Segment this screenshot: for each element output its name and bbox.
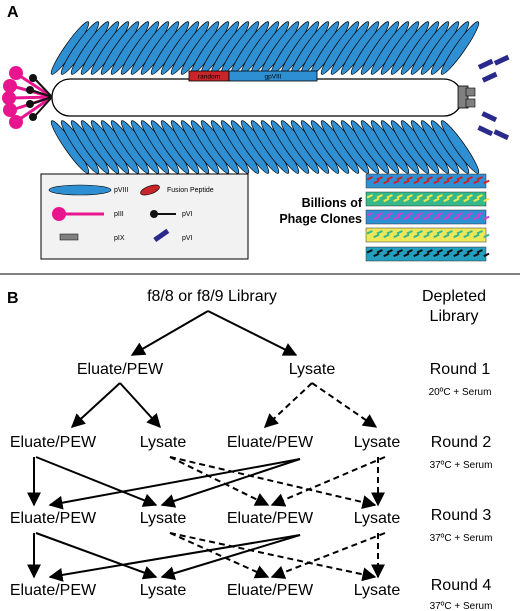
- pviii-coat-bottom: [50, 120, 480, 174]
- pvi-black-legend-label: pVI: [182, 211, 193, 218]
- pviii-subunit: [440, 120, 480, 174]
- pvi-blue-legend-label: pVI: [182, 235, 193, 242]
- piii-cluster: [2, 66, 53, 129]
- r3-lysate-node-2: Lysate: [354, 510, 401, 527]
- flow-arrows: [27, 310, 386, 582]
- round2-label: Round 2: [431, 434, 492, 451]
- r1-eluate-node: Eluate/PEW: [77, 361, 164, 378]
- r1-lysate-node: Lysate: [289, 361, 336, 378]
- pviii-coat-top: [50, 21, 480, 75]
- depleted-library-line2: Library: [430, 308, 479, 325]
- r4-eluate-node-1: Eluate/PEW: [10, 582, 97, 599]
- round1-condition: 20ºC + Serum: [429, 387, 492, 398]
- depleted-library-line1: Depleted: [422, 288, 486, 305]
- phage-clone-strip: [365, 191, 490, 207]
- r2-lysate-node-2: Lysate: [354, 434, 401, 451]
- pix-legend-swatch: [59, 233, 79, 241]
- panel-b-label: B: [7, 290, 19, 307]
- r3-eluate-node-1: Eluate/PEW: [10, 510, 97, 527]
- phage-clone-strip: [365, 227, 490, 243]
- pix-legend-label: pIX: [114, 235, 125, 242]
- r2-eluate-node-1: Eluate/PEW: [10, 434, 97, 451]
- pvi-blue-legend-swatch: [153, 228, 170, 243]
- fusion-legend-label: Fusion Peptide: [167, 187, 214, 194]
- round3-label: Round 3: [431, 507, 492, 524]
- phage-clone-strip: [365, 173, 490, 189]
- phage-clone-strip: [365, 209, 490, 225]
- phage-clones-image: [365, 173, 490, 262]
- phage-particle: random gpVIII: [2, 21, 510, 174]
- r3-eluate-node-2: Eluate/PEW: [227, 510, 314, 527]
- pviii-subunit: [440, 21, 480, 75]
- gpviii-gene-label: gpVIII: [265, 74, 282, 81]
- gpviii-gene: [228, 70, 318, 82]
- pix-pvi-cluster: [457, 54, 510, 141]
- r3-lysate-node-1: Lysate: [140, 510, 187, 527]
- r2-lysate-node-1: Lysate: [140, 434, 187, 451]
- panel-a-label: A: [7, 4, 19, 21]
- library-node: f8/8 or f8/9 Library: [147, 288, 277, 305]
- r4-eluate-node-2: Eluate/PEW: [227, 582, 314, 599]
- clones-text-line1: Billions of: [302, 196, 363, 210]
- round4-condition: 37ºC + Serum: [430, 601, 493, 611]
- r2-eluate-node-2: Eluate/PEW: [227, 434, 314, 451]
- pviii-legend-label: pVIII: [114, 187, 128, 194]
- round3-condition: 37ºC + Serum: [430, 533, 493, 544]
- round2-condition: 37ºC + Serum: [430, 460, 493, 471]
- phage-body: [51, 78, 463, 117]
- r4-lysate-node-1: Lysate: [140, 582, 187, 599]
- r4-lysate-node-2: Lysate: [354, 582, 401, 599]
- pviii-legend-swatch: [48, 184, 112, 196]
- legend-box: pVIII Fusion Peptide pIII pVI pIX pVI: [40, 173, 249, 260]
- random-insert-label: random: [198, 74, 220, 81]
- phage-clone-strip: [365, 246, 490, 262]
- clones-text-line2: Phage Clones: [279, 212, 362, 226]
- round1-label: Round 1: [430, 361, 491, 378]
- piii-legend-label: pIII: [114, 211, 124, 218]
- fusion-legend-swatch: [140, 184, 160, 196]
- round4-label: Round 4: [431, 577, 492, 594]
